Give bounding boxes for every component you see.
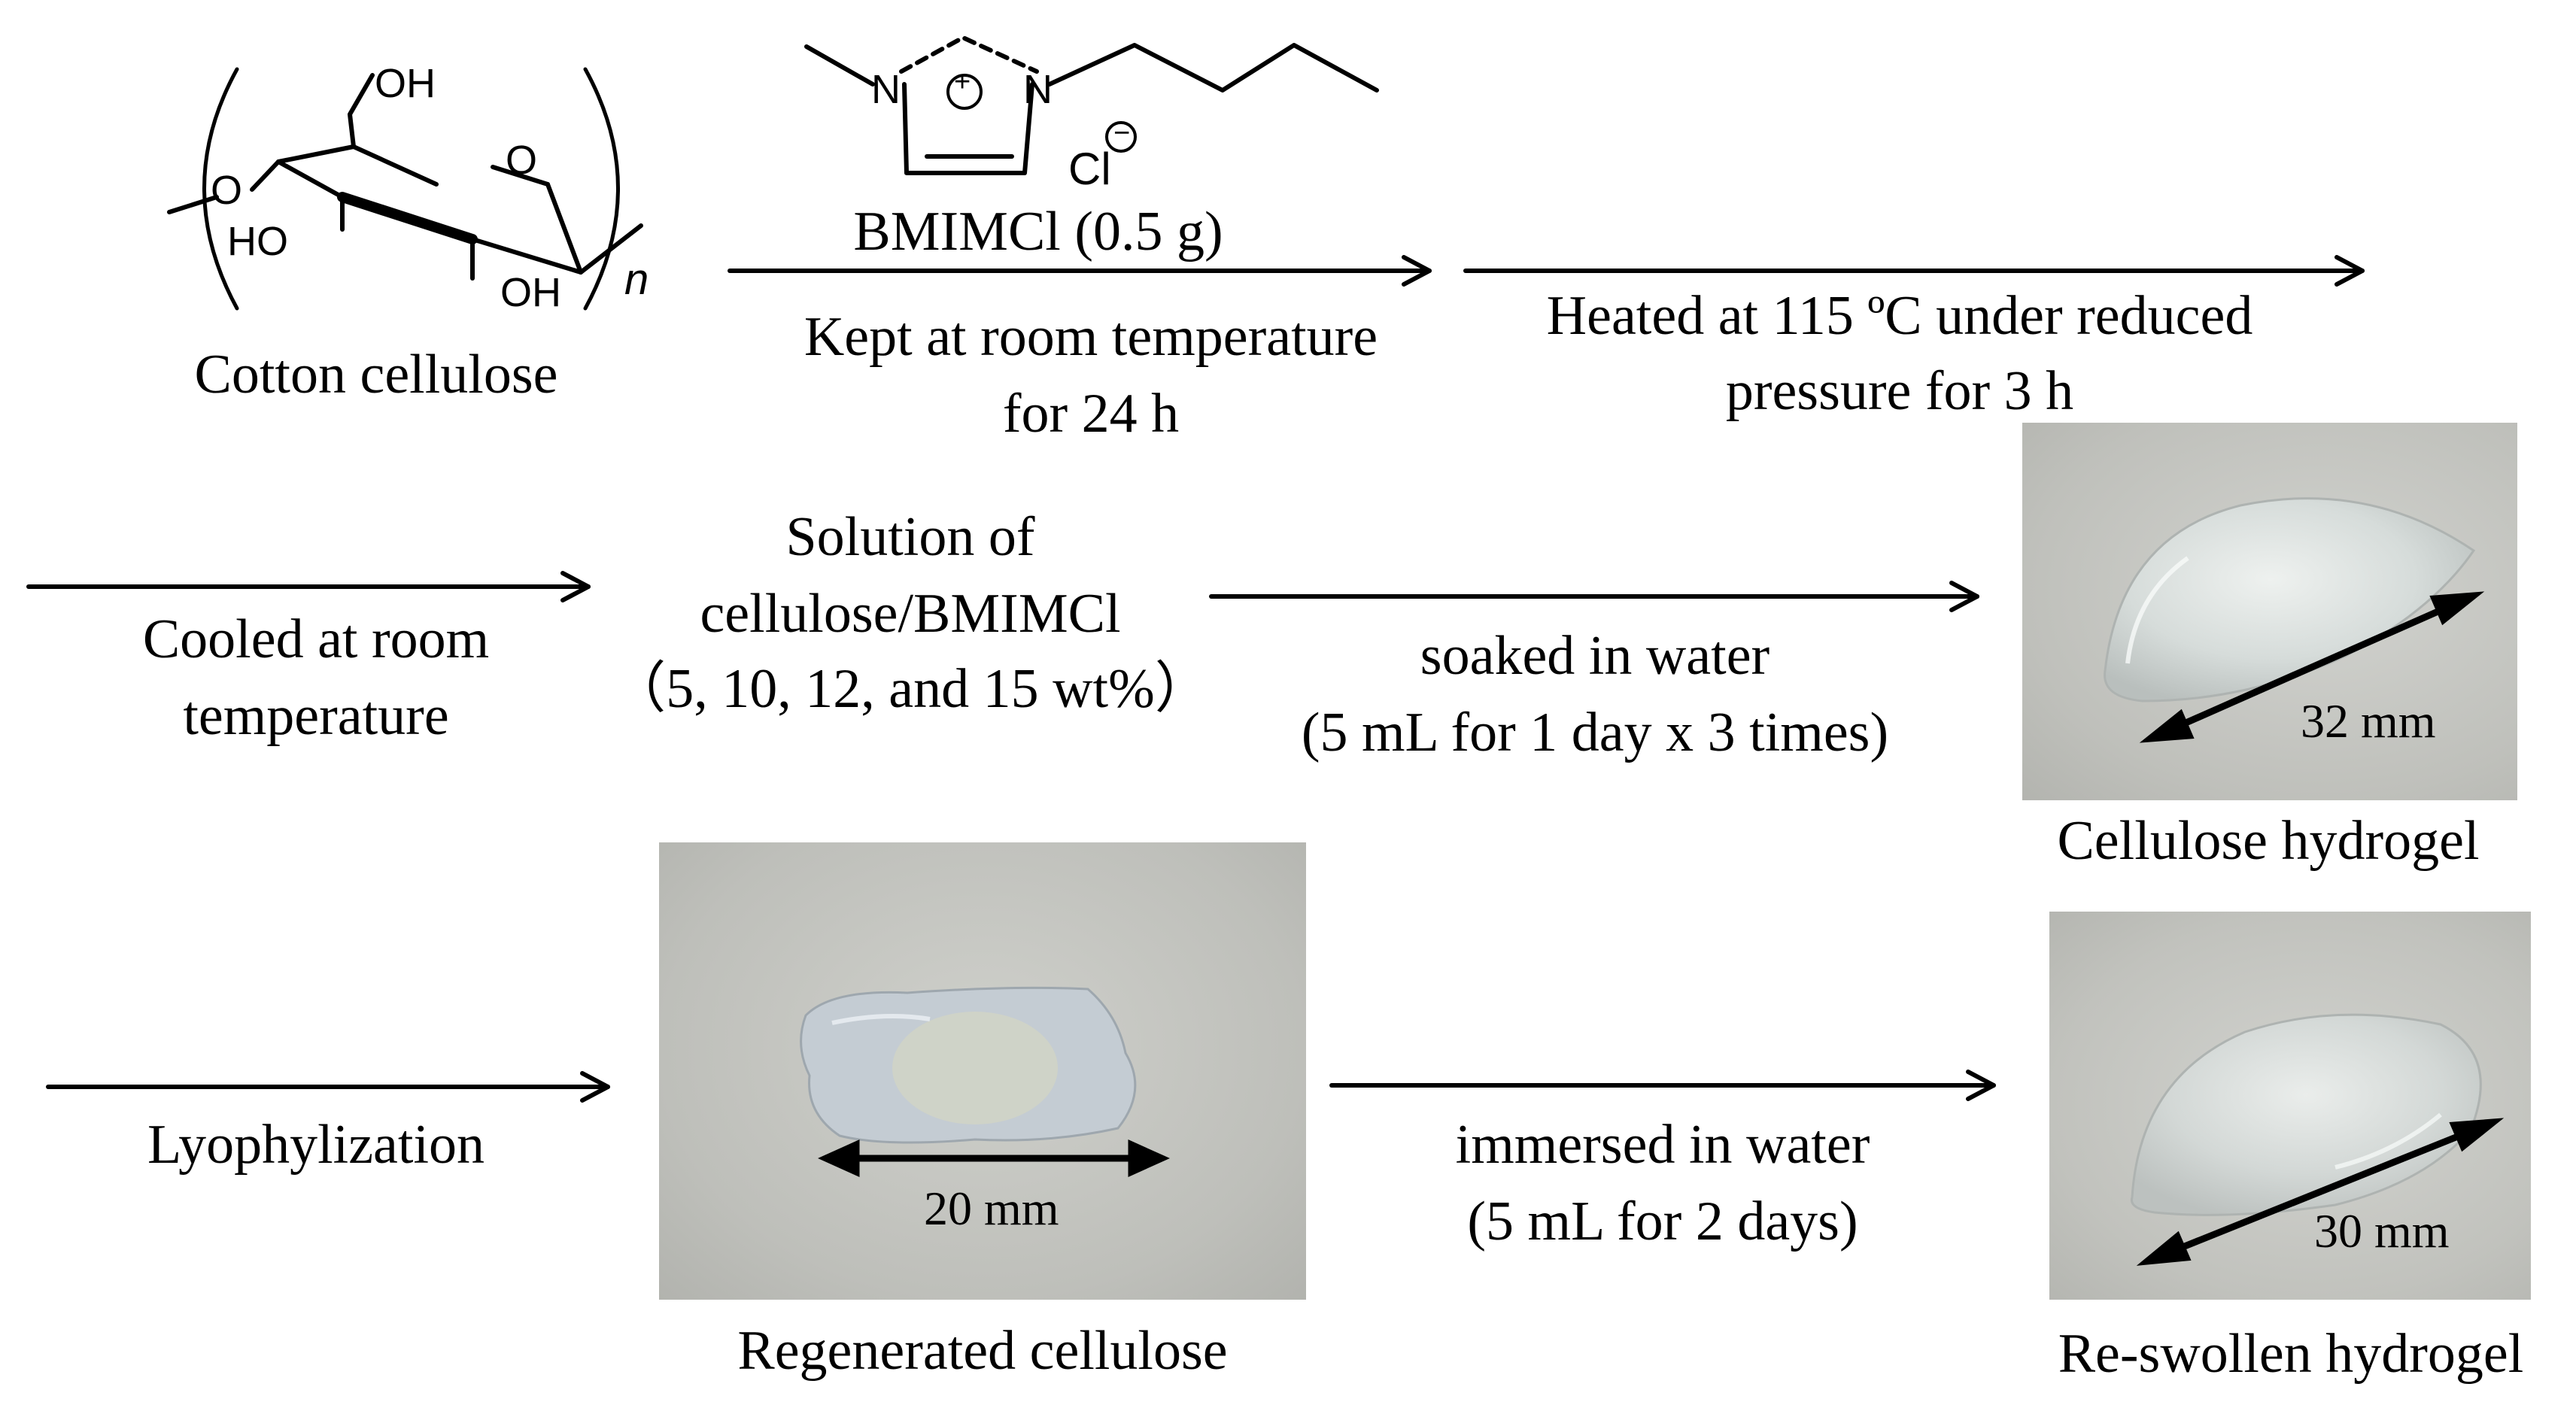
step3-line1: Cooled at room — [142, 608, 490, 670]
hydrogel-photo: 32 mm — [2022, 423, 2517, 800]
arrow-2 — [1463, 255, 2365, 287]
cellulose-o-left: O — [211, 168, 243, 213]
cellulose-n-subscript: n — [624, 255, 649, 304]
regenerated-photo: 20 mm — [659, 842, 1306, 1300]
arrow-3 — [26, 571, 591, 602]
regenerated-scale-label: 20 mm — [924, 1182, 1059, 1235]
bmim-plus: + — [954, 66, 971, 98]
cellulose-ring-o: O — [506, 138, 538, 183]
solution-line2: cellulose/BMIMCl — [700, 583, 1121, 645]
solution-line1: Solution of — [785, 506, 1035, 568]
scale-arrow-icon — [2139, 591, 2485, 743]
reswollen-photo: 30 mm — [2049, 912, 2531, 1300]
step2-line1: Heated at 115 ºC under reduced — [1546, 285, 2253, 347]
bmim-minus: − — [1113, 117, 1131, 149]
step1-line1: Kept at room temperature — [803, 306, 1378, 368]
bmim-n2: N — [1023, 67, 1053, 112]
arrow-4 — [1209, 581, 1979, 612]
step1-line2: for 24 h — [1002, 383, 1180, 445]
cellulose-ho: HO — [227, 219, 288, 264]
regenerated-caption: Regenerated cellulose — [737, 1320, 1228, 1382]
scale-arrow-icon — [2136, 1118, 2505, 1266]
solution-line3: （5, 10, 12, and 15 wt%） — [610, 658, 1211, 720]
plus-charge-icon — [946, 74, 983, 110]
step6-line2: (5 mL for 2 days) — [1467, 1191, 1858, 1252]
reswollen-caption: Re-swollen hydrogel — [2058, 1323, 2524, 1385]
reswollen-scale-label: 30 mm — [2314, 1204, 2450, 1258]
step4-line1: soaked in water — [1420, 625, 1770, 687]
step5-line1: Lyophylization — [147, 1114, 485, 1176]
cellulose-oh-bottom: OH — [500, 270, 561, 315]
arrow-6 — [1329, 1070, 1996, 1101]
cellulose-oh-top: OH — [375, 61, 436, 106]
hydrogel-caption: Cellulose hydrogel — [2057, 810, 2480, 872]
arrow-5 — [46, 1071, 610, 1103]
hydrogel-scale-label: 32 mm — [2301, 694, 2436, 748]
scale-arrow-icon — [818, 1139, 1170, 1177]
bmim-n1: N — [871, 67, 901, 112]
minus-charge-icon — [1105, 121, 1137, 153]
arrow-1 — [728, 255, 1432, 287]
bmim-chloride: Cl — [1068, 144, 1111, 194]
step4-line2: (5 mL for 1 day x 3 times) — [1301, 702, 1889, 763]
bmimcl-name: BMIMCl (0.5 g) — [853, 201, 1223, 262]
step3-line2: temperature — [183, 685, 449, 747]
cellulose-name: Cotton cellulose — [194, 344, 558, 405]
step6-line1: immersed in water — [1455, 1114, 1870, 1176]
step2-line2: pressure for 3 h — [1725, 360, 2074, 422]
